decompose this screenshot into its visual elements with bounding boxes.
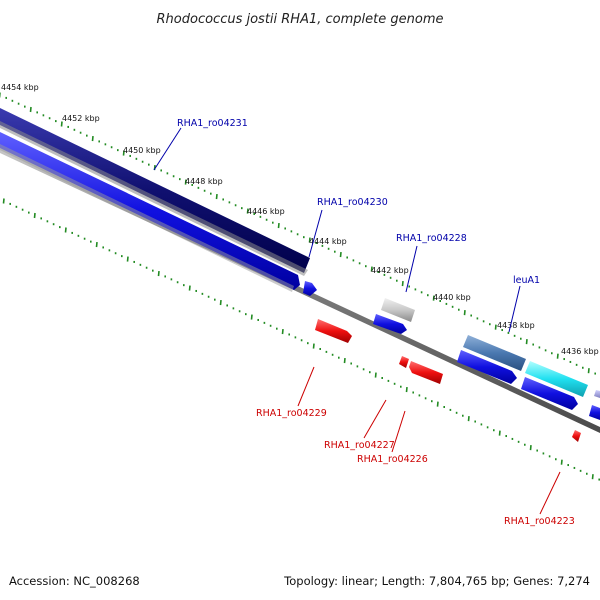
major-tick <box>525 339 528 345</box>
gene-shadow <box>0 121 308 276</box>
major-tick <box>188 285 191 291</box>
label-leaders <box>153 127 561 515</box>
major-tick <box>556 353 559 359</box>
genome-summary-text: Topology: linear; Length: 7,804,765 bp; … <box>284 574 590 588</box>
gene-label[interactable]: RHA1_ro04223 <box>504 516 575 527</box>
major-tick <box>184 179 187 185</box>
major-tick <box>246 208 249 214</box>
major-tick <box>529 445 532 451</box>
gene-rna-segment[interactable] <box>525 361 588 397</box>
major-tick <box>281 328 284 335</box>
gene-label[interactable]: RHA1_ro04230 <box>317 197 388 208</box>
gene-arrow-leuA1[interactable] <box>457 350 517 384</box>
major-tick <box>463 310 466 316</box>
forward-features <box>0 108 600 420</box>
major-tick <box>312 343 315 349</box>
major-tick <box>126 256 129 262</box>
major-tick <box>95 241 98 248</box>
major-tick <box>587 368 590 374</box>
scale-label: 4448 kbp <box>185 177 223 186</box>
gene-rna-ro04228[interactable] <box>381 298 415 322</box>
major-tick <box>370 266 373 272</box>
scale-label: 4450 kbp <box>123 146 161 155</box>
scale-labels: 4454 kbp 4452 kbp 4450 kbp 4448 kbp 4446… <box>1 83 599 356</box>
reverse-features <box>315 319 581 442</box>
major-tick <box>343 358 346 364</box>
scale-label: 4436 kbp <box>561 347 599 356</box>
major-tick <box>215 193 218 200</box>
major-tick <box>432 295 435 301</box>
gene-labels: RHA1_ro04231 RHA1_ro04230 RHA1_ro04228 l… <box>177 118 575 527</box>
gene-arrow-ro04227[interactable] <box>399 356 409 368</box>
gene-label[interactable]: RHA1_ro04231 <box>177 118 248 129</box>
reverse-tick-track <box>2 198 600 481</box>
major-tick <box>33 212 36 219</box>
gene-arrow-ro04231[interactable] <box>0 108 310 273</box>
major-tick <box>436 401 439 407</box>
gene-segment-edge[interactable] <box>589 405 600 420</box>
gene-shadow <box>0 144 294 292</box>
leader-line <box>297 366 315 407</box>
major-tick <box>250 314 253 320</box>
leader-line <box>405 245 418 293</box>
major-tick <box>308 237 311 243</box>
major-tick <box>2 198 5 204</box>
major-tick <box>591 474 594 480</box>
major-tick <box>91 135 94 142</box>
major-tick <box>60 121 63 127</box>
major-tick <box>277 222 280 229</box>
forward-tick-track <box>0 92 597 375</box>
scale-label: 4438 kbp <box>497 321 535 330</box>
major-tick <box>467 416 470 422</box>
gene-label[interactable]: RHA1_ro04229 <box>256 408 327 419</box>
gene-label[interactable]: RHA1_ro04226 <box>357 454 428 465</box>
gene-label[interactable]: RHA1_ro04227 <box>324 440 395 451</box>
gene-arrow-ro04230[interactable] <box>303 281 317 296</box>
leader-line <box>539 471 561 515</box>
gene-arrow-ro04228[interactable] <box>373 314 407 334</box>
major-tick <box>401 281 404 287</box>
gene-arrow-ro04231-cds[interactable] <box>0 132 300 290</box>
scale-label: 4440 kbp <box>433 293 471 302</box>
leader-line <box>363 399 387 439</box>
major-tick <box>339 252 342 258</box>
leader-line <box>308 209 323 258</box>
major-tick <box>560 459 563 465</box>
leader-line <box>391 410 406 453</box>
leader-line <box>153 127 182 171</box>
accession-text: Accession: NC_008268 <box>9 574 140 588</box>
scale-label: 4444 kbp <box>309 237 347 246</box>
gene-label[interactable]: leuA1 <box>513 275 540 286</box>
major-tick <box>157 270 160 277</box>
scale-label: 4454 kbp <box>1 83 39 92</box>
gene-arrow-ro04229[interactable] <box>315 319 352 343</box>
scale-label: 4442 kbp <box>371 266 409 275</box>
major-tick <box>374 372 377 378</box>
major-tick <box>122 150 125 156</box>
scale-label: 4452 kbp <box>62 114 100 123</box>
map-title: Rhodococcus jostii RHA1, complete genome <box>157 12 444 27</box>
leader-line <box>508 285 521 333</box>
gene-label[interactable]: RHA1_ro04228 <box>396 233 467 244</box>
gene-arrow-ro04223[interactable] <box>572 430 581 442</box>
major-tick <box>29 106 32 113</box>
major-tick <box>219 299 222 306</box>
gene-rna-leuA1[interactable] <box>463 335 526 371</box>
major-tick <box>405 387 408 393</box>
gene-segment-edge[interactable] <box>594 390 600 398</box>
scale-label: 4446 kbp <box>247 207 285 216</box>
major-tick <box>494 324 497 330</box>
gene-arrow-segment[interactable] <box>521 377 578 410</box>
major-tick <box>498 430 501 436</box>
gene-arrow-ro04226[interactable] <box>409 361 443 384</box>
major-tick <box>64 227 67 233</box>
